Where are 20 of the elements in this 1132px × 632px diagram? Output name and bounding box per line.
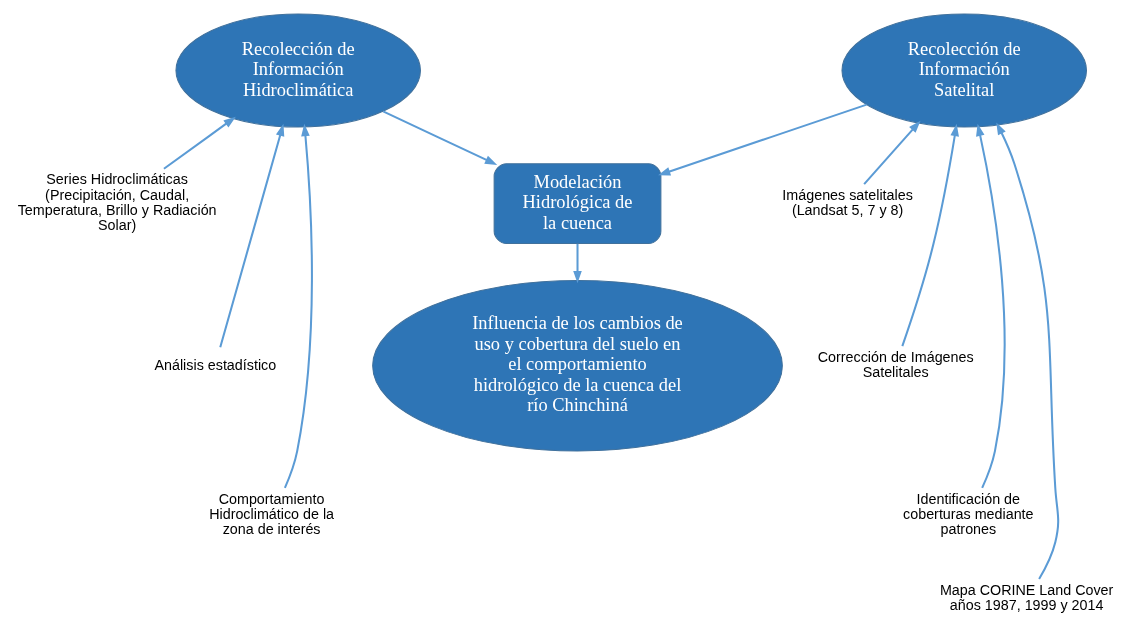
arrow	[382, 110, 498, 165]
arrow	[901, 123, 959, 347]
arrow	[283, 123, 313, 489]
node-text: Imágenes satelitales (Landsat 5, 7 y 8)	[782, 186, 913, 219]
node-ellipse: Influencia de los cambios de uso y cobertura del suelo en el comportamiento hidrológico de la cuenca del río Chinchiná	[372, 279, 783, 452]
arrow	[658, 103, 867, 176]
node-text: Mapa CORINE Land Cover años 1987, 1999 y 2014	[939, 581, 1114, 613]
arrow	[976, 123, 1006, 489]
arrow	[163, 116, 236, 170]
node-text: Corrección de Imágenes Satelitales	[817, 348, 974, 381]
arrow	[996, 122, 1060, 580]
arrow	[219, 123, 285, 348]
node-text: Series Hidroclimáticas (Precipitación, Caudal, Temperatura, Brillo y Radiación Solar)	[17, 171, 217, 234]
arrow	[573, 243, 582, 284]
node-box: Modelación Hidrológica de la cuenca	[493, 163, 662, 245]
node-text: Comportamiento Hidroclimático de la zona de interés	[209, 490, 335, 538]
node-text: Análisis estadístico	[154, 356, 277, 373]
arrow	[863, 120, 921, 185]
node-ellipse: Recolección de Información Satelital	[841, 13, 1087, 128]
node-text: Identificación de coberturas mediante patrones	[903, 490, 1034, 538]
